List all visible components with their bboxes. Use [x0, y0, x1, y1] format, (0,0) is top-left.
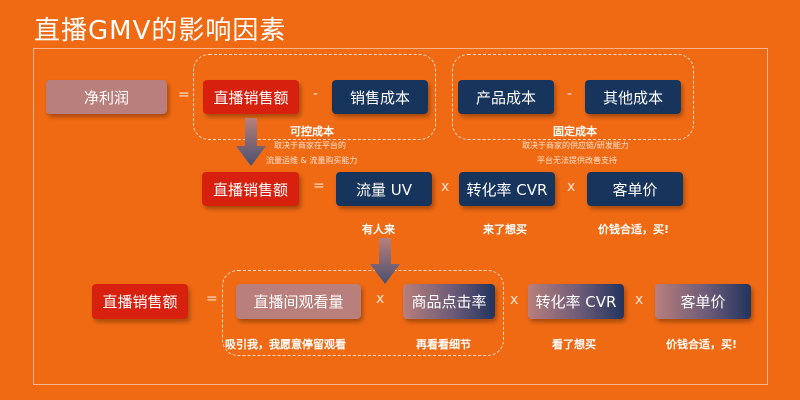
multiply-sign: x [376, 291, 385, 307]
cvr-note: 来了想买 [483, 223, 527, 236]
controllable-cost-label: 可控成本 [290, 125, 334, 138]
controllable-cost-group [193, 54, 436, 140]
product-ctr-box: 商品点击率 [403, 284, 495, 319]
cvr-box: 转化率 CVR [459, 172, 555, 206]
aov-note: 价钱合适，买! [666, 338, 738, 351]
controllable-cost-desc: 流量运维 & 流量购买能力 [266, 156, 358, 165]
page-title: 直播GMV的影响因素 [34, 16, 287, 46]
fixed-cost-group [452, 54, 694, 140]
traffic-uv-box: 流量 UV [336, 172, 432, 206]
cvr-box: 转化率 CVR [528, 284, 624, 319]
fixed-cost-label: 固定成本 [553, 125, 597, 138]
gmv-box: 直播销售额 [92, 284, 188, 319]
cvr-note: 看了想买 [552, 338, 596, 351]
multiply-sign: x [567, 179, 576, 195]
multiply-sign: x [510, 292, 519, 308]
sales-cost-box: 销售成本 [332, 80, 428, 114]
views-note: 吸引我，我愿意停留观看 [225, 338, 346, 351]
multiply-sign: x [441, 179, 450, 195]
aov-note: 价钱合适，买! [598, 223, 670, 236]
product-cost-box: 产品成本 [458, 80, 554, 114]
traffic-breakdown-group [222, 270, 504, 356]
equals-sign: = [178, 87, 190, 103]
gmv-box: 直播销售额 [202, 172, 299, 206]
equals-sign: = [313, 178, 325, 194]
content-frame [33, 48, 768, 385]
equals-sign: = [206, 291, 218, 307]
multiply-sign: x [635, 292, 644, 308]
aov-box: 客单价 [587, 172, 683, 206]
minus-sign: - [313, 86, 319, 102]
fixed-cost-desc: 取决于商家的供应链/研发能力 [522, 141, 629, 150]
other-cost-box: 其他成本 [585, 80, 681, 114]
down-arrow-icon [370, 238, 400, 284]
traffic-note: 有人来 [362, 223, 395, 236]
aov-box: 客单价 [655, 284, 751, 319]
live-views-box: 直播间观看量 [236, 284, 361, 319]
down-arrow-icon [236, 118, 266, 166]
minus-sign: - [567, 86, 573, 102]
net-profit-box: 净利润 [46, 80, 167, 114]
controllable-cost-desc: 取决于商家在平台的 [274, 141, 346, 150]
ctr-note: 再看看细节 [416, 338, 471, 351]
gmv-box: 直播销售额 [203, 80, 299, 114]
fixed-cost-desc: 平台无法提供改善支持 [537, 156, 617, 165]
